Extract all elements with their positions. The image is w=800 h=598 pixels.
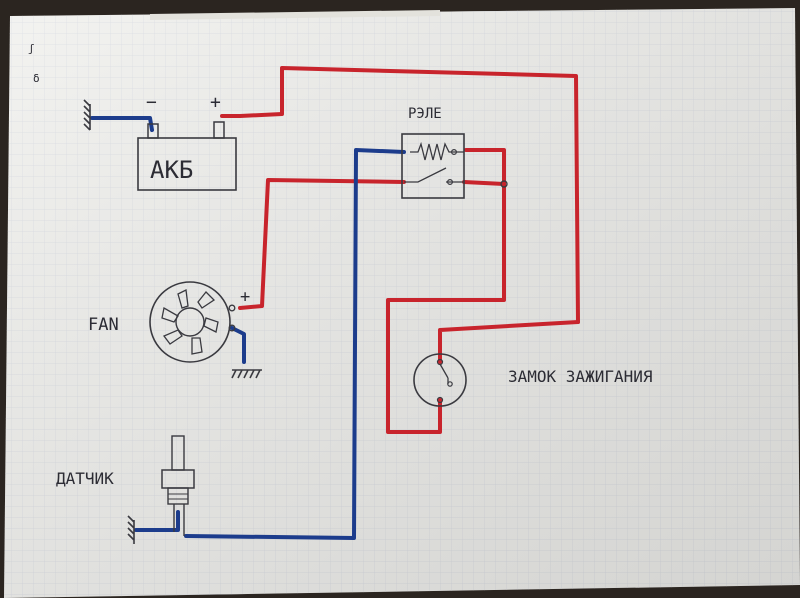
- fan-housing: [149, 281, 231, 363]
- wire-sensor-ground: [134, 510, 180, 532]
- battery: АКБ − +: [137, 92, 237, 191]
- fan: FAN +: [88, 281, 250, 363]
- wire-relay-switch-to-fan: [238, 178, 406, 310]
- relay-output-terminal: [500, 180, 508, 188]
- wire-battery-plus: [220, 66, 580, 324]
- fan-ground-icon: [231, 369, 262, 379]
- fan-hub: [175, 307, 205, 337]
- sensor-thread: [167, 487, 189, 505]
- wire-battery-minus: [90, 116, 154, 132]
- relay-label: РЭЛЕ: [408, 106, 442, 122]
- wire-relay-to-fan: [462, 180, 506, 186]
- ignition-lock: ЗАМОК ЗАЖИГАНИЯ: [413, 353, 653, 407]
- ignition-switch-contact: [447, 381, 453, 387]
- fan-plus-label: +: [240, 287, 250, 307]
- sensor: ДАТЧИК: [56, 435, 195, 536]
- ignition-lock-body: [413, 353, 467, 407]
- wire-ignition-to-relay: [386, 148, 506, 434]
- relay-body: [401, 133, 465, 199]
- paper-sheet: [4, 8, 800, 598]
- sensor-label: ДАТЧИК: [56, 469, 114, 488]
- positive-wires: [220, 66, 580, 434]
- wire-rail-to-ignition: [438, 320, 580, 364]
- wire-sensor-to-relay: [184, 148, 406, 540]
- fan-label: FAN: [88, 315, 119, 335]
- battery-plus-label: +: [210, 92, 221, 113]
- margin-mark-2: δ: [33, 72, 40, 85]
- battery-ground-icon: [83, 99, 91, 131]
- battery-terminal-plus: [213, 121, 225, 139]
- fan-blades-icon: [161, 289, 219, 355]
- ignition-terminal-bottom: [436, 396, 444, 404]
- wire-fan-ground: [230, 326, 246, 364]
- relay: РЭЛЕ: [401, 106, 508, 199]
- relay-coil-terminal: [451, 149, 458, 156]
- sensor-leads: [173, 504, 185, 536]
- relay-switch-icon: [404, 167, 464, 183]
- fan-terminal-plus: [228, 304, 236, 312]
- battery-label: АКБ: [150, 156, 193, 184]
- battery-terminal-minus: [147, 123, 159, 139]
- sensor-ground-icon: [127, 515, 135, 544]
- battery-body: [137, 137, 237, 191]
- battery-minus-label: −: [146, 92, 157, 113]
- relay-coil-icon: [410, 141, 464, 161]
- negative-wires: [90, 116, 406, 540]
- sensor-thread-lines: [168, 493, 188, 500]
- relay-switch-contact: [447, 179, 454, 186]
- fan-terminal-minus: [228, 324, 236, 332]
- margin-mark-1: ʃ: [28, 42, 35, 55]
- ground-symbols: [83, 99, 262, 544]
- ignition-label: ЗАМОК ЗАЖИГАНИЯ: [508, 367, 653, 386]
